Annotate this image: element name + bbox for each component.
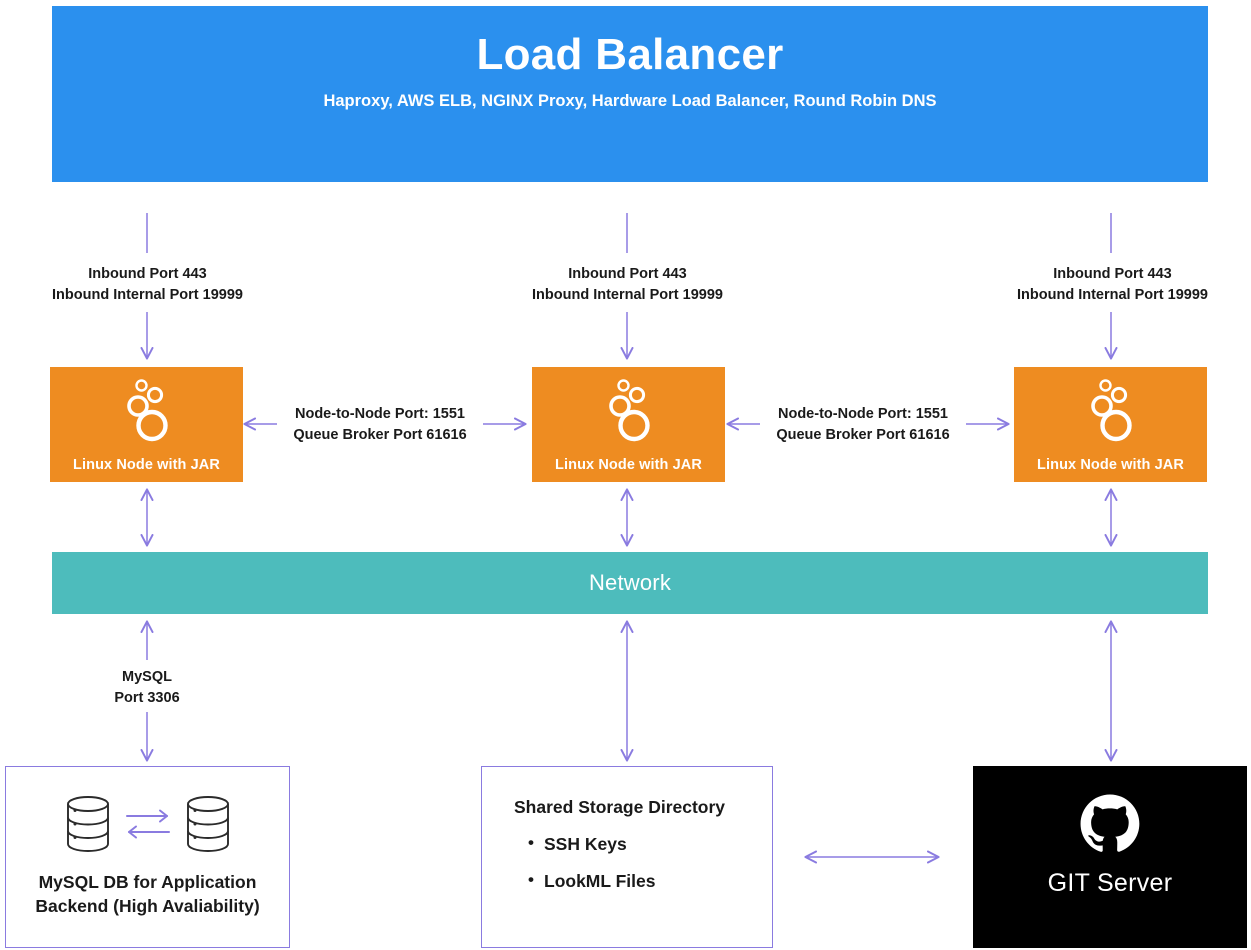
- shared-storage-list: SSH Keys LookML Files: [514, 833, 772, 892]
- list-item: SSH Keys: [528, 833, 772, 855]
- shared-storage-title: Shared Storage Directory: [514, 797, 726, 817]
- mysql-port-label: MySQL Port 3306: [114, 669, 180, 707]
- mysql-database-box: MySQL DB for Application Backend (High A…: [5, 766, 290, 948]
- node-to-node-label-2: Node-to-Node Port: 1551 Queue Broker Por…: [776, 406, 950, 444]
- database-cylinder-icon: [66, 796, 109, 852]
- database-cylinder-icon: [186, 796, 229, 852]
- load-balancer-subtitle: Haproxy, AWS ELB, NGINX Proxy, Hardware …: [323, 92, 937, 111]
- git-server-label: GIT Server: [1047, 869, 1173, 897]
- github-octocat-icon: [1080, 794, 1140, 852]
- linux-node-box-1: Linux Node with JAR: [50, 367, 243, 482]
- list-item: LookML Files: [528, 870, 772, 892]
- linux-node-label-3: Linux Node with JAR: [1037, 457, 1184, 473]
- network-bar: Network: [52, 552, 1208, 614]
- linux-node-box-3: Linux Node with JAR: [1014, 367, 1207, 482]
- load-balancer-box: Load Balancer Haproxy, AWS ELB, NGINX Pr…: [52, 6, 1208, 182]
- shared-storage-box: Shared Storage Directory SSH Keys LookML…: [481, 766, 773, 948]
- load-balancer-title: Load Balancer: [476, 30, 784, 79]
- bidirectional-arrows-icon: [125, 809, 170, 839]
- network-label: Network: [588, 570, 672, 595]
- inbound-ports-label-2: Inbound Port 443 Inbound Internal Port 1…: [532, 266, 723, 304]
- inbound-ports-label-3: Inbound Port 443 Inbound Internal Port 1…: [1017, 266, 1208, 304]
- linux-node-label-1: Linux Node with JAR: [73, 457, 220, 473]
- git-server-box: GIT Server: [973, 766, 1247, 948]
- linux-node-box-2: Linux Node with JAR: [532, 367, 725, 482]
- linux-node-label-2: Linux Node with JAR: [555, 457, 702, 473]
- bubbles-icon: [608, 379, 650, 442]
- bubbles-icon: [1090, 379, 1132, 442]
- database-replication-group: [64, 793, 232, 855]
- inbound-ports-label-1: Inbound Port 443 Inbound Internal Port 1…: [52, 266, 243, 304]
- bubbles-icon: [126, 379, 168, 442]
- node-to-node-label-1: Node-to-Node Port: 1551 Queue Broker Por…: [293, 406, 467, 444]
- mysql-database-caption: MySQL DB for Application Backend (High A…: [35, 872, 260, 916]
